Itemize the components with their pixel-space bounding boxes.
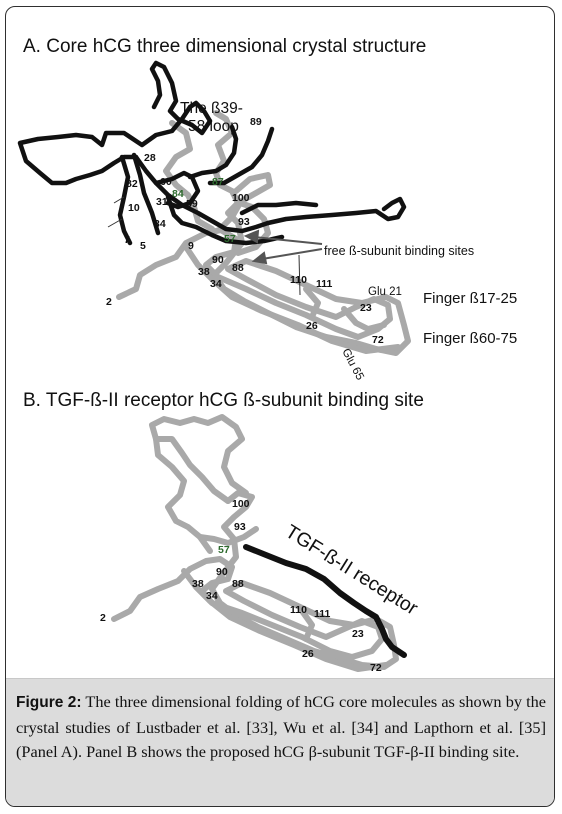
b-residue-26: 26 <box>302 648 314 660</box>
panel-a-structure: The ß39- 58 loop free ß-subunit binding … <box>17 60 517 382</box>
pointer-lines <box>107 196 301 296</box>
residue-111: 111 <box>316 278 333 290</box>
figure-caption: Figure 2: The three dimensional folding … <box>6 678 554 806</box>
panel-a-title: A. Core hCG three dimensional crystal st… <box>23 36 427 57</box>
binding-sites-label: free ß-subunit binding sites <box>324 244 474 258</box>
residue-26: 26 <box>306 320 318 332</box>
residue-93: 93 <box>238 216 250 228</box>
residue-90: 90 <box>212 254 224 266</box>
residue-82: 82 <box>126 178 138 190</box>
residue-34-b: 34 <box>210 278 222 290</box>
b-residue-100: 100 <box>232 498 250 510</box>
loop-label-line2: 58 loop <box>188 118 239 135</box>
residue-110: 110 <box>290 274 307 286</box>
b-residue-2: 2 <box>100 612 106 624</box>
caption-paragraph: Figure 2: The three dimensional folding … <box>16 690 546 765</box>
residue-84: 84 <box>172 188 184 200</box>
residue-7: 7 <box>124 234 130 246</box>
residue-28: 28 <box>144 152 156 164</box>
residue-88: 88 <box>232 262 244 274</box>
residue-38: 38 <box>198 266 210 278</box>
residue-23: 23 <box>360 302 372 314</box>
loop-label-line1: The ß39- <box>180 100 243 117</box>
b-residue-93: 93 <box>234 521 246 533</box>
b-residue-38: 38 <box>192 578 204 590</box>
panel-b-gray-chain <box>111 414 399 672</box>
black-alpha-chain <box>17 60 407 246</box>
figure-frame: A. Core hCG three dimensional crystal st… <box>5 6 555 807</box>
residue-31: 31 <box>156 196 168 208</box>
panel-b-title: B. TGF-ß-II receptor hCG ß-subunit bindi… <box>23 390 424 411</box>
residue-89: 89 <box>250 116 262 128</box>
structure-figure: The ß39- 58 loop free ß-subunit binding … <box>17 60 517 674</box>
residue-5: 5 <box>140 240 146 252</box>
residue-59: 59 <box>186 198 198 210</box>
residue-57: 57 <box>224 233 236 245</box>
residue-100: 100 <box>232 192 250 204</box>
receptor-contact-path <box>243 544 407 658</box>
caption-label: Figure 2: <box>16 694 82 711</box>
b-residue-111: 111 <box>314 608 331 620</box>
residue-9: 9 <box>188 240 194 252</box>
binding-site-arrows <box>243 229 323 265</box>
b-residue-110: 110 <box>290 604 307 616</box>
residue-72: 72 <box>372 334 384 346</box>
residue-10: 10 <box>128 202 140 214</box>
b-residue-72: 72 <box>370 662 382 674</box>
panel-b-structure: TGF-ß-II receptor 100 93 57 90 38 88 34 … <box>100 414 422 674</box>
b-residue-88: 88 <box>232 578 244 590</box>
panel-b-residue-labels: 100 93 57 90 38 88 34 110 111 2 23 26 72 <box>100 498 382 674</box>
b-residue-90: 90 <box>216 566 228 578</box>
caption-text: The three dimensional folding of hCG cor… <box>16 692 547 761</box>
glu-21-label: Glu 21 <box>368 286 402 298</box>
b-residue-23: 23 <box>352 628 364 640</box>
residue-34-a: 34 <box>154 218 166 230</box>
panel-a-residue-labels: 89 28 60 87 82 84 31 59 100 10 34 93 57 … <box>106 116 384 346</box>
finger-17-25-label: Finger ß17-25 <box>423 290 517 307</box>
residue-87: 87 <box>212 176 224 188</box>
residue-60: 60 <box>160 176 172 188</box>
b-residue-34: 34 <box>206 590 218 602</box>
residue-2: 2 <box>106 296 112 308</box>
b-residue-57: 57 <box>218 544 230 556</box>
finger-60-75-label: Finger ß60-75 <box>423 330 517 347</box>
